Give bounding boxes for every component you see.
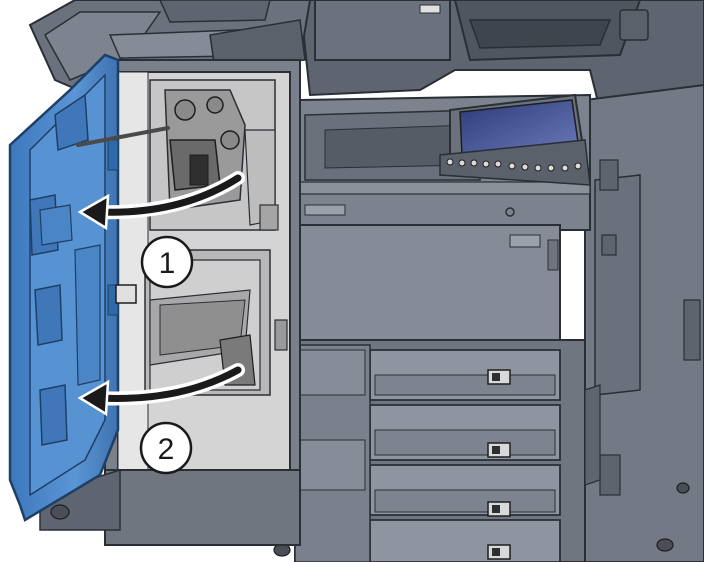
step-circle-icon bbox=[139, 421, 193, 475]
paper-cassette-1 bbox=[369, 349, 561, 401]
step-number-2: 2 bbox=[158, 433, 175, 466]
step-callout-2: 2 bbox=[139, 421, 193, 475]
operation-panel bbox=[439, 93, 591, 186]
printer-main-body bbox=[273, 0, 704, 562]
finisher-unit bbox=[28, 0, 312, 546]
step-circle-icon bbox=[140, 235, 194, 289]
door-latch-icon bbox=[115, 284, 137, 304]
lower-transport-mechanism bbox=[144, 249, 288, 396]
step-callout-1: 1 bbox=[140, 235, 194, 289]
pull-arrow-1 bbox=[77, 171, 245, 231]
pull-arrow-2 bbox=[77, 363, 245, 417]
paper-cassette-4 bbox=[369, 519, 561, 562]
paper-cassette-2 bbox=[369, 404, 561, 461]
panel-buttons-icon bbox=[446, 158, 582, 172]
paper-cassette-3 bbox=[369, 464, 561, 517]
step-number-1: 1 bbox=[159, 247, 176, 280]
arrow-left-icon bbox=[77, 193, 110, 231]
arrow-left-icon bbox=[77, 379, 110, 417]
